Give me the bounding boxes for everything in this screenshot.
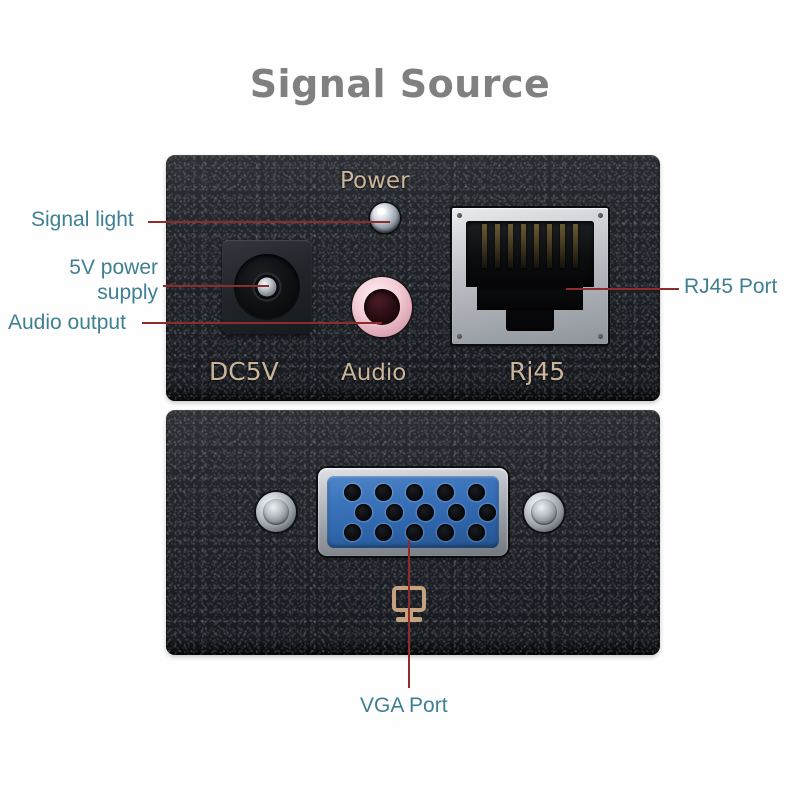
callout-audio-output: Audio output xyxy=(8,311,126,334)
rj45-keyed-opening xyxy=(466,221,594,331)
screw-hex-head xyxy=(263,499,289,525)
monitor-icon xyxy=(390,586,428,624)
silkscreen-label-power: Power xyxy=(340,168,410,194)
rj45-shield-dimple xyxy=(457,334,462,339)
monitor-icon-base xyxy=(396,617,422,622)
page-title: Signal Source xyxy=(249,62,551,106)
callout-rj45-port: RJ45 Port xyxy=(684,275,778,298)
vga-screw-post-right xyxy=(524,492,564,532)
screw-hex-head xyxy=(531,499,557,525)
rj45-opening-lower xyxy=(477,287,583,310)
silkscreen-label-rj45: Rj45 xyxy=(509,357,566,386)
dc-power-jack xyxy=(222,240,312,334)
vga-pin-row-bottom xyxy=(344,524,485,541)
vga-blue-insert xyxy=(327,476,499,548)
dc-jack-center-pin xyxy=(257,277,277,297)
monitor-icon-screen xyxy=(392,586,426,612)
power-led-indicator xyxy=(370,203,400,233)
rj45-ethernet-jack xyxy=(452,208,608,344)
rj45-opening-body xyxy=(466,221,594,287)
audio-jack-hole xyxy=(364,289,400,325)
rj45-shield-dimple xyxy=(598,213,603,218)
panel-bevel xyxy=(166,388,660,401)
rj45-latch-slot xyxy=(506,310,554,331)
rj45-shield-dimple xyxy=(598,334,603,339)
dc-jack-barrel xyxy=(234,254,300,320)
led-glint xyxy=(377,208,386,215)
rj45-shield-dimple xyxy=(457,213,462,218)
silkscreen-label-dc5v: DC5V xyxy=(209,357,279,386)
vga-pin-row-middle xyxy=(355,504,496,521)
vga-port-connector xyxy=(318,468,508,556)
audio-output-jack xyxy=(352,277,412,337)
rj45-gold-contacts xyxy=(482,224,578,268)
vga-screw-post-left xyxy=(256,492,296,532)
callout-power-supply: 5V power supply xyxy=(69,256,158,304)
callout-signal-light: Signal light xyxy=(31,208,134,231)
silkscreen-label-audio: Audio xyxy=(341,360,407,386)
callout-vga-port: VGA Port xyxy=(360,694,448,717)
panel-bevel xyxy=(166,642,660,655)
vga-pin-row-top xyxy=(344,484,485,501)
